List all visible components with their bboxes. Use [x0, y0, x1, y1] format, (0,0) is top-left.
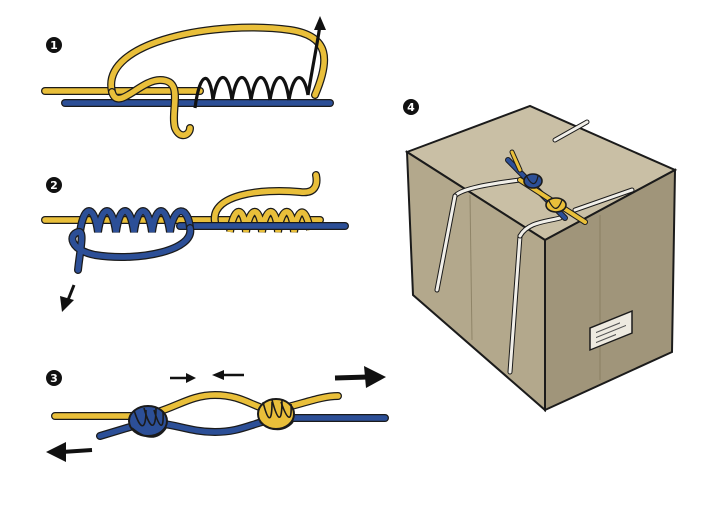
step-1-badge: 1	[46, 37, 62, 53]
step-2-panel: 2	[41, 171, 349, 312]
step-1-number: 1	[50, 39, 58, 52]
step-3-arrow-left-small-icon	[212, 370, 244, 380]
parcel-box	[404, 104, 678, 413]
step-1-coils	[193, 24, 322, 109]
step-4-panel: 4	[403, 99, 678, 413]
step-2-yellow-rope	[41, 171, 324, 233]
step-1-yellow-rope	[41, 23, 329, 140]
step-3-badge: 3	[46, 370, 62, 386]
box-side-face	[544, 168, 677, 412]
parcel-knot	[505, 149, 588, 225]
step-3-panel: 3	[46, 366, 389, 462]
step-3-number: 3	[50, 372, 58, 385]
step-3-arrow-right-small-icon	[170, 373, 196, 383]
step-3-yellow-knot	[257, 398, 295, 431]
step-3-blue-knot	[128, 405, 168, 438]
step-3-arrow-right-large-icon	[334, 366, 386, 388]
step-4-number: 4	[407, 101, 415, 114]
step-2-badge: 2	[46, 177, 62, 193]
step-4-badge: 4	[403, 99, 419, 115]
shipping-label	[589, 309, 633, 352]
step-2-arrow-down-left-icon	[60, 284, 76, 312]
step-2-blue-rope	[68, 207, 349, 274]
step-1-panel: 1	[41, 16, 334, 140]
step-3-arrow-left-large-icon	[46, 442, 93, 462]
step-2-number: 2	[50, 179, 58, 192]
parcel-strings	[434, 119, 635, 375]
step-1-arrow-up-icon	[314, 16, 326, 30]
step-3-yellow-rope	[51, 390, 342, 420]
